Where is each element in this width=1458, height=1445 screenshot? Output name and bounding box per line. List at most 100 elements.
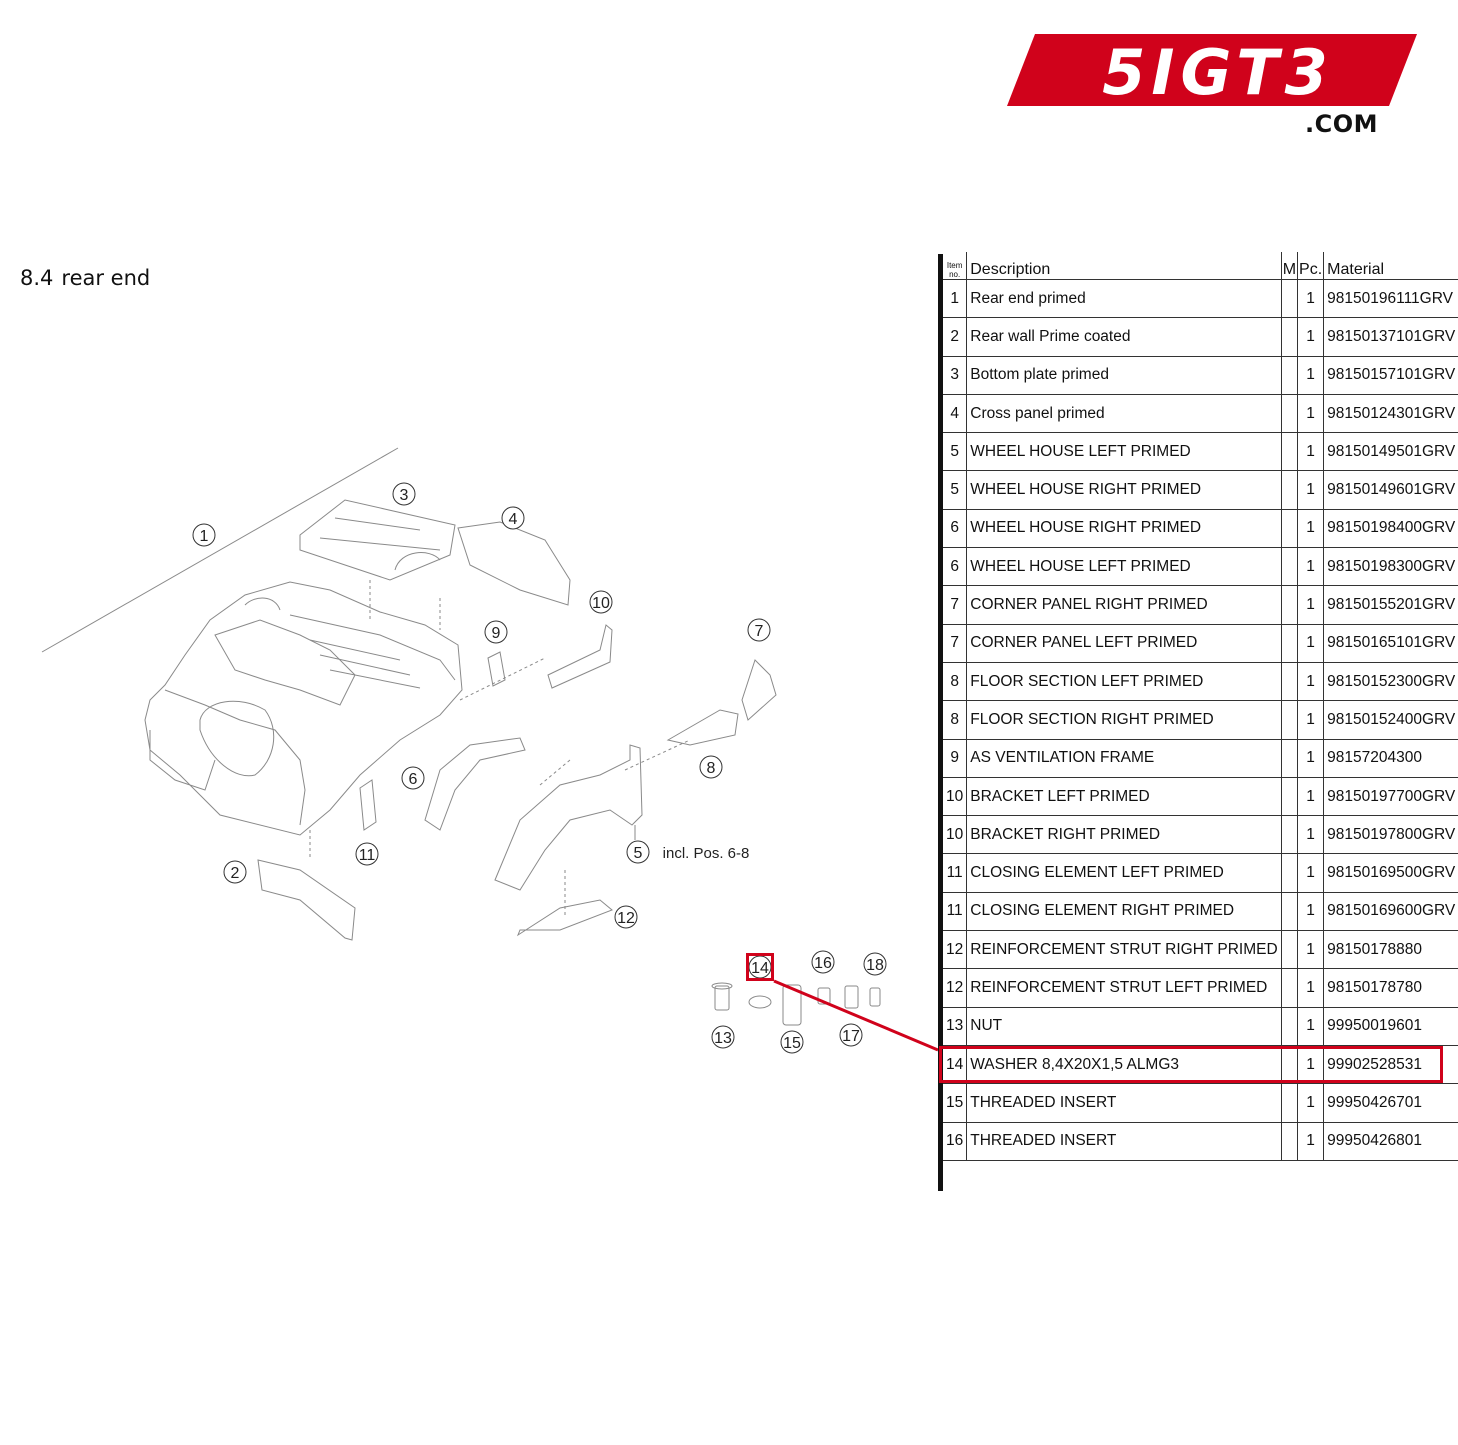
cell-item-no: 16 <box>943 1122 967 1161</box>
closing-element-drawing <box>359 779 377 831</box>
cell-item-no: 5 <box>943 432 967 472</box>
wheel-house-drawing <box>494 744 643 891</box>
cell-material: 98150178880 <box>1323 930 1458 970</box>
cell-item-no: 8 <box>943 662 967 702</box>
cell-item-no: 6 <box>943 547 967 587</box>
cell-pc: 1 <box>1297 356 1324 395</box>
svg-text:13: 13 <box>714 1030 732 1047</box>
cell-description: AS VENTILATION FRAME <box>966 739 1282 778</box>
cell-description: Bottom plate primed <box>966 356 1282 395</box>
cell-material: 99950019601 <box>1323 1007 1458 1046</box>
cell-m <box>1280 815 1298 855</box>
cell-material: 98150198300GRV <box>1323 547 1458 587</box>
cell-m <box>1280 968 1298 1008</box>
cell-material: 98150149501GRV <box>1323 432 1458 472</box>
callout-11: 11 <box>355 842 379 866</box>
cell-m <box>1280 585 1298 625</box>
cell-item-no: 3 <box>943 356 967 395</box>
header-m: M <box>1280 252 1298 280</box>
callout-6: 6 <box>401 766 425 790</box>
svg-text:12: 12 <box>617 910 635 927</box>
svg-text:1: 1 <box>200 528 209 545</box>
cell-item-no: 11 <box>943 892 967 932</box>
cell-pc: 1 <box>1297 892 1324 932</box>
cell-description: FLOOR SECTION RIGHT PRIMED <box>966 700 1282 740</box>
cell-material: 98150197800GRV <box>1323 815 1458 855</box>
logo-domain: .COM <box>1305 110 1379 138</box>
svg-text:10: 10 <box>592 595 610 612</box>
cell-pc: 1 <box>1297 739 1324 778</box>
cell-pc: 1 <box>1297 662 1324 702</box>
svg-text:15: 15 <box>783 1035 801 1052</box>
cell-description: WHEEL HOUSE LEFT PRIMED <box>966 432 1282 472</box>
cell-pc: 1 <box>1297 1122 1324 1161</box>
cell-pc: 1 <box>1297 815 1324 855</box>
cell-material: 98150197700GRV <box>1323 777 1458 817</box>
cell-description: CLOSING ELEMENT LEFT PRIMED <box>966 853 1282 893</box>
cell-item-no: 4 <box>943 394 967 434</box>
cell-item-no: 12 <box>943 968 967 1008</box>
cell-pc: 1 <box>1297 432 1324 472</box>
cell-item-no: 14 <box>943 1045 967 1085</box>
callout-3: 3 <box>392 482 416 506</box>
cell-pc: 1 <box>1297 930 1324 970</box>
logo-banner <box>1007 34 1417 106</box>
cell-m <box>1280 892 1298 932</box>
header-item-no: Item no. <box>943 252 967 280</box>
reinforcement-strut-drawing <box>516 899 613 937</box>
cell-material: 98150198400GRV <box>1323 509 1458 549</box>
cell-description: WHEEL HOUSE RIGHT PRIMED <box>966 470 1282 510</box>
cell-item-no: 5 <box>943 470 967 510</box>
svg-text:7: 7 <box>755 623 764 640</box>
cell-pc: 1 <box>1297 470 1324 510</box>
cell-pc: 1 <box>1297 1083 1324 1123</box>
cell-item-no: 8 <box>943 700 967 740</box>
cell-material: 98150165101GRV <box>1323 624 1458 663</box>
cell-material: 99950426801 <box>1323 1122 1458 1161</box>
section-title: rear end <box>61 266 151 290</box>
header-pc: Pc. <box>1297 252 1324 280</box>
svg-text:3: 3 <box>400 487 409 504</box>
svg-text:17: 17 <box>842 1028 860 1045</box>
cell-description: NUT <box>966 1007 1282 1046</box>
cell-item-no: 13 <box>943 1007 967 1046</box>
bottom-plate-drawing <box>299 499 456 581</box>
corner-panel-drawing <box>741 659 777 721</box>
cell-m <box>1280 930 1298 970</box>
header-description: Description <box>966 252 1282 280</box>
cell-pc: 1 <box>1297 394 1324 434</box>
cell-m <box>1280 279 1298 319</box>
note-incl-pos: incl. Pos. 6-8 <box>663 845 750 862</box>
cell-m <box>1280 394 1298 434</box>
cell-material: 98150149601GRV <box>1323 470 1458 510</box>
cell-m <box>1280 1045 1298 1085</box>
cell-item-no: 2 <box>943 317 967 357</box>
brand-logo[interactable]: 5IGT3 .COM <box>1005 32 1417 144</box>
cell-m <box>1280 624 1298 663</box>
callout-16: 16 <box>811 950 835 974</box>
